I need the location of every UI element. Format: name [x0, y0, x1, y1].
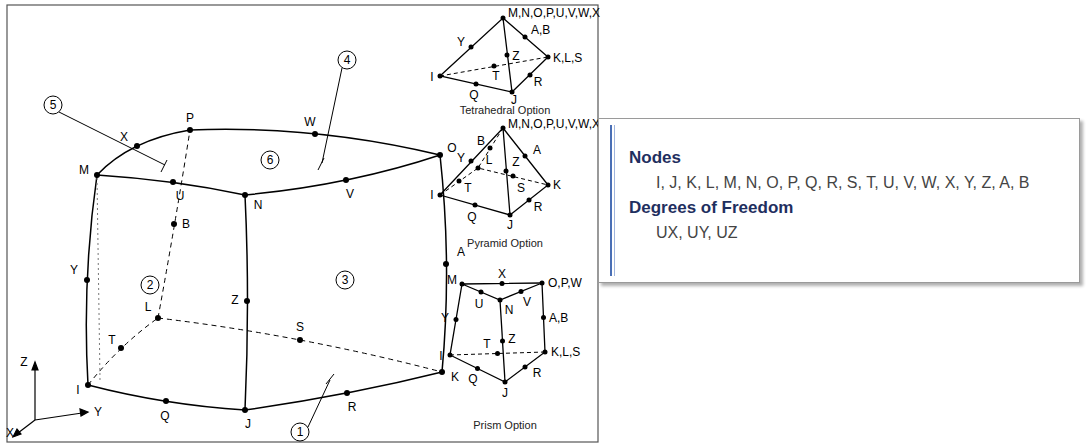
node-letter: K,L,S: [553, 52, 582, 64]
accent-bar: [609, 125, 619, 276]
node-letter: Y: [94, 406, 102, 418]
node-letter: A,B: [549, 312, 568, 324]
node-letter: Q: [469, 89, 478, 101]
section-heading: Nodes: [629, 149, 681, 168]
node-letter: Y: [457, 36, 465, 48]
node-letter: V: [346, 188, 354, 200]
node-letter: I: [430, 71, 433, 83]
node-letter: J: [502, 387, 508, 399]
node-letter: A: [533, 144, 541, 156]
node-letter: M: [447, 274, 457, 286]
section-heading: Degrees of Freedom: [629, 199, 793, 218]
node-letter: T: [464, 182, 471, 194]
node-letter: P: [186, 112, 194, 124]
node-letter: A: [457, 246, 465, 258]
node-letter: J: [507, 219, 513, 231]
callout-number: 2: [147, 279, 154, 291]
node-letter: R: [534, 201, 543, 213]
node-letter: K,L,S: [551, 346, 580, 358]
callout-number: 5: [50, 99, 57, 111]
node-letter: V: [523, 296, 531, 308]
node-letter: M: [79, 164, 89, 176]
callout-number: 1: [297, 426, 304, 438]
node-letter: M,N,O,P,U,V,W,X: [508, 7, 600, 19]
node-letter: Z: [512, 156, 519, 168]
node-letter: I: [76, 384, 79, 396]
node-letter: X: [498, 268, 506, 280]
node-letter: X: [120, 131, 128, 143]
node-list: I, J, K, L, M, N, O, P, Q, R, S, T, U, V…: [656, 174, 1029, 192]
node-letter: N: [254, 199, 263, 211]
node-letter: A,B: [531, 24, 550, 36]
callout-number: 3: [342, 274, 349, 286]
node-letter: S: [296, 321, 304, 333]
node-letter: R: [348, 401, 357, 413]
node-letter: U: [475, 298, 484, 310]
node-letter: I: [430, 189, 433, 201]
node-letter: Z: [512, 50, 519, 62]
option-caption: Prism Option: [473, 420, 537, 431]
node-letter: U: [176, 190, 185, 202]
node-letter: N: [505, 304, 514, 316]
node-letter: J: [245, 418, 251, 430]
node-letter: Y: [70, 264, 78, 276]
node-letter: Z: [231, 294, 238, 306]
node-letter: T: [483, 338, 490, 350]
node-letter: X: [6, 427, 14, 439]
node-letter: O,P,W: [548, 277, 582, 289]
info-panel: Nodes I, J, K, L, M, N, O, P, Q, R, S, T,…: [598, 118, 1080, 283]
node-letter: L: [145, 301, 152, 313]
dof-list: UX, UY, UZ: [656, 224, 738, 242]
node-letter: K: [553, 179, 561, 191]
node-letter: O: [447, 142, 456, 154]
node-letter: T: [108, 334, 115, 346]
node-letter: Z: [508, 333, 515, 345]
node-letter: Q: [468, 373, 477, 385]
node-letter: K: [451, 371, 459, 383]
option-caption: Tetrahedral Option: [460, 105, 551, 116]
node-letter: Q: [467, 211, 476, 223]
node-letter: Q: [160, 410, 169, 422]
node-letter: S: [517, 182, 525, 194]
node-letter: Z: [20, 356, 27, 368]
node-letter: Y: [441, 312, 449, 324]
node-letter: B: [477, 135, 485, 147]
node-letter: I: [439, 350, 442, 362]
option-caption: Pyramid Option: [467, 238, 543, 249]
node-letter: T: [492, 70, 499, 82]
node-letter: W: [304, 116, 315, 128]
node-letter: R: [534, 76, 543, 88]
node-letter: B: [182, 218, 190, 230]
node-letter: M,N,O,P,U,V,W,X: [508, 118, 600, 130]
node-letter: Y: [457, 152, 465, 164]
node-letter: L: [486, 154, 493, 166]
node-letter: R: [533, 367, 542, 379]
callout-number: 6: [267, 154, 274, 166]
callout-number: 4: [344, 54, 351, 66]
